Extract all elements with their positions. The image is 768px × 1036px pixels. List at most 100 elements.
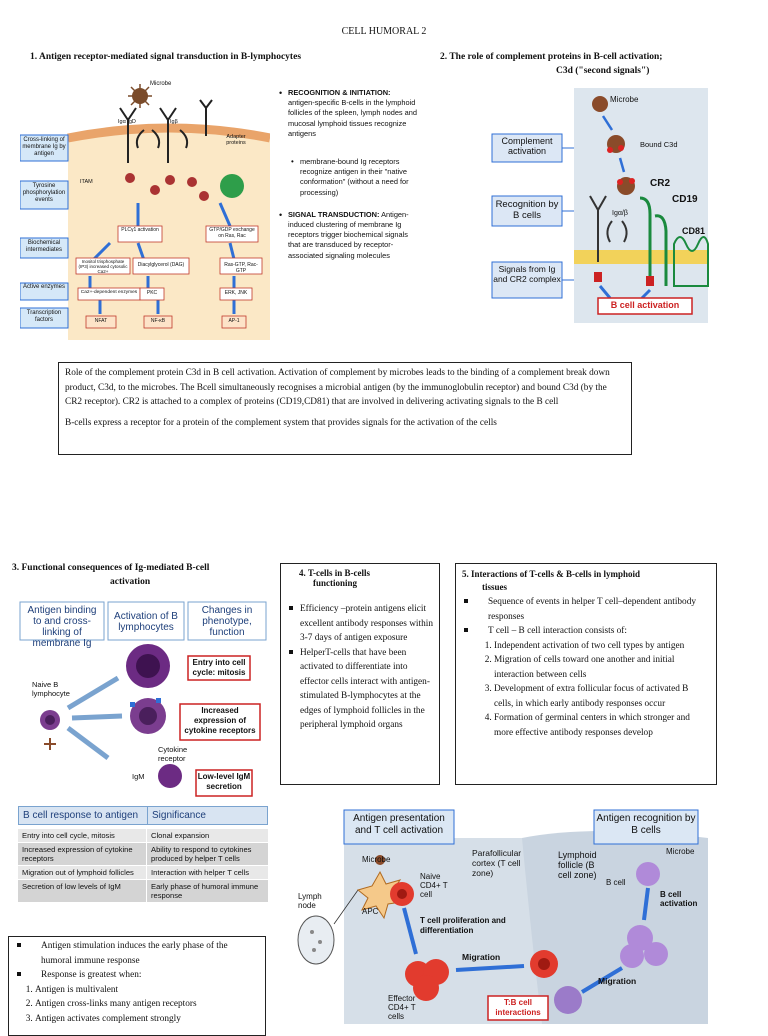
section-4-heading: 4. T-cells in B-cells — [299, 568, 371, 578]
label-cross-linking: Cross-linking of membrane Ig by antigen — [22, 137, 66, 157]
label-transcription: Transcription factors — [26, 310, 62, 323]
table-row: Increased expression of cytokine recepto… — [18, 842, 268, 866]
tb-interaction-svg — [297, 809, 708, 1024]
col-head-activation: Activation of B lymphocytes — [114, 611, 178, 633]
bullet-membrane-ig: membrane-bound Ig receptors recognize an… — [288, 157, 418, 198]
complement-para-2: B-cells express a receptor for a protein… — [65, 417, 497, 428]
section-4-item: HelperT-cells that have been activated t… — [287, 646, 433, 733]
table-head-significance: Significance — [152, 810, 206, 821]
ap1-label: AP-1 — [228, 318, 240, 324]
ip3-label: Inositol trisphosphate (IP3) increased c… — [78, 259, 128, 274]
lymph-node-label: Lymph node — [298, 892, 322, 910]
antigen-stimulation-intro: Antigen stimulation induces the early ph… — [15, 939, 259, 968]
bcell-activation-label: B cell activation — [610, 300, 680, 310]
section-4-item: Efficiency –protein antigens elicit exce… — [287, 602, 433, 646]
table-cell: Clonal expansion — [146, 829, 268, 843]
bullet-signal-transduction: SIGNAL TRANSDUCTION: Antigen-induced clu… — [279, 210, 418, 261]
functional-consequences-diagram: Antigen binding to and cross-linking of … — [18, 598, 270, 800]
antigen-recognition-header: Antigen recognition by B cells — [596, 813, 696, 836]
nfat-label: NFAT — [94, 318, 108, 324]
tb-bcell-activation-label: B cell activation — [660, 890, 698, 908]
page-title: CELL HUMORAL 2 — [341, 26, 427, 37]
table-cell: Secretion of low levels of IgM — [18, 879, 147, 903]
section-4-subheading: functioning — [313, 578, 358, 588]
complement-activation-label: Complement activation — [501, 136, 553, 156]
naive-b-label: Naive B lymphocyte — [32, 680, 70, 698]
section-5-item: Sequence of events in helper T cell–depe… — [462, 595, 710, 624]
functional-consequences-svg — [19, 601, 267, 797]
table-cell: Interaction with helper T cells — [146, 865, 268, 880]
paracortex-label: Parafollicular cortex (T cell zone) — [472, 848, 522, 878]
condition-item: Antigen activates complement strongly — [35, 1012, 259, 1027]
cd19-label: CD19 — [672, 194, 698, 205]
section-4-box: 4. T-cells in B-cells functioning Effici… — [280, 563, 440, 785]
section-2-heading: 2. The role of complement proteins in B-… — [440, 52, 663, 62]
bcell-label: B cell — [606, 878, 626, 887]
proliferation-label: T cell proliferation and differentiation — [420, 916, 506, 935]
label-biochemical: Biochemical intermediates — [25, 240, 63, 253]
itam-label: ITAM — [80, 179, 93, 185]
ig-label: Igα IgD — [118, 119, 136, 125]
section-5-heading: 5. Interactions of T-cells & B-cells in … — [462, 569, 641, 579]
section-5-item: T cell – B cell interaction consists of: — [462, 624, 710, 639]
table-cell: Early phase of humoral immune response — [146, 879, 268, 903]
label-active-enzymes: Active enzymes — [22, 284, 65, 290]
plc-label: PLCγ1 activation — [121, 227, 159, 233]
table-cell: Increased expression of cytokine recepto… — [18, 842, 147, 866]
cytokine-receptor-label: Cytokine receptor — [158, 745, 188, 763]
igb-label: Igβ — [170, 119, 178, 125]
cr2-label: CR2 — [650, 178, 671, 189]
section-5-step: Independent activation of two cell types… — [494, 639, 710, 654]
microbe-label-2: Microbe — [610, 95, 639, 104]
section-5-step: Formation of germinal centers in which s… — [494, 711, 710, 740]
outcome-igm: Low-level IgM secretion — [197, 772, 251, 791]
gtp-label: GTP/GDP exchange on Ras, Rac — [209, 227, 255, 239]
bullet-recognition: RECOGNITION & INITIATION: antigen-specif… — [279, 88, 418, 139]
ca-enzymes-label: Ca2+-dependent enzymes — [80, 290, 138, 295]
signals-label: Signals from Ig and CR2 complex — [493, 264, 561, 284]
complement-diagram: Microbe Bound C3d CR2 CD19 CD81 Igα/β Co… — [490, 86, 710, 326]
section-5-step: Migration of cells toward one another an… — [494, 653, 710, 682]
table-head-response: B cell response to antigen — [19, 807, 148, 824]
table-cell: Migration out of lymphoid follicles — [18, 865, 147, 880]
section-3-heading: 3. Functional consequences of Ig-mediate… — [12, 563, 210, 573]
naive-t-label: Naive CD4+ T cell — [420, 872, 448, 899]
microbe-label-3: Microbe — [362, 855, 391, 864]
adapter-protein-icon — [220, 174, 244, 198]
section-2-subheading: C3d ("second signals") — [556, 66, 650, 76]
complement-explanation-box: Role of the complement protein C3d in B … — [58, 362, 632, 455]
migration-label-1: Migration — [462, 952, 501, 962]
igm-label: IgM — [132, 772, 145, 781]
col-head-antigen: Antigen binding to and cross-linking of … — [27, 605, 97, 649]
section-3-subheading: activation — [110, 577, 151, 587]
bcell-response-table: B cell response to antigen Significance … — [18, 806, 268, 903]
cd81-label: CD81 — [682, 226, 706, 236]
nfkb-label: NF-κB — [150, 318, 166, 324]
section-5-subheading: tissues — [482, 582, 508, 592]
rasgtp-label: Ras-GTP, Rac-GTP — [224, 262, 258, 274]
tb-interactions-label: T:B cell interactions — [495, 998, 541, 1017]
apc-label: APC — [362, 907, 379, 916]
signal-transduction-diagram: Cross-linking of membrane Ig by antigen … — [19, 78, 271, 340]
microbe-label-4: Microbe — [666, 847, 695, 856]
table-cell: Ability to respond to cytokines produced… — [146, 842, 268, 866]
section-5-box: 5. Interactions of T-cells & B-cells in … — [455, 563, 717, 785]
section-5-step: Development of extra follicular focus of… — [494, 682, 710, 711]
migration-label-2: Migration — [598, 976, 637, 986]
antigen-stimulation-box: Antigen stimulation induces the early ph… — [8, 936, 266, 1036]
response-greatest: Response is greatest when: — [15, 968, 259, 983]
signal-transduction-svg — [19, 84, 271, 340]
outcome-cytokine-receptors: Increased expression of cytokine recepto… — [184, 706, 256, 735]
microbe-label: Microbe — [150, 81, 172, 87]
condition-item: Antigen cross-links many antigen recepto… — [35, 997, 259, 1012]
follicle-label: Lymphoid follicle (B cell zone) — [558, 850, 597, 880]
igab-label: Igα/β — [612, 210, 628, 217]
recognition-label: Recognition by B cells — [495, 199, 559, 221]
table-cell: Entry into cell cycle, mitosis — [18, 829, 147, 843]
adapter-label: Adapter proteins — [226, 134, 246, 146]
col-head-changes: Changes in phenotype, function — [201, 605, 253, 638]
pkc-label: PKC — [146, 290, 158, 296]
